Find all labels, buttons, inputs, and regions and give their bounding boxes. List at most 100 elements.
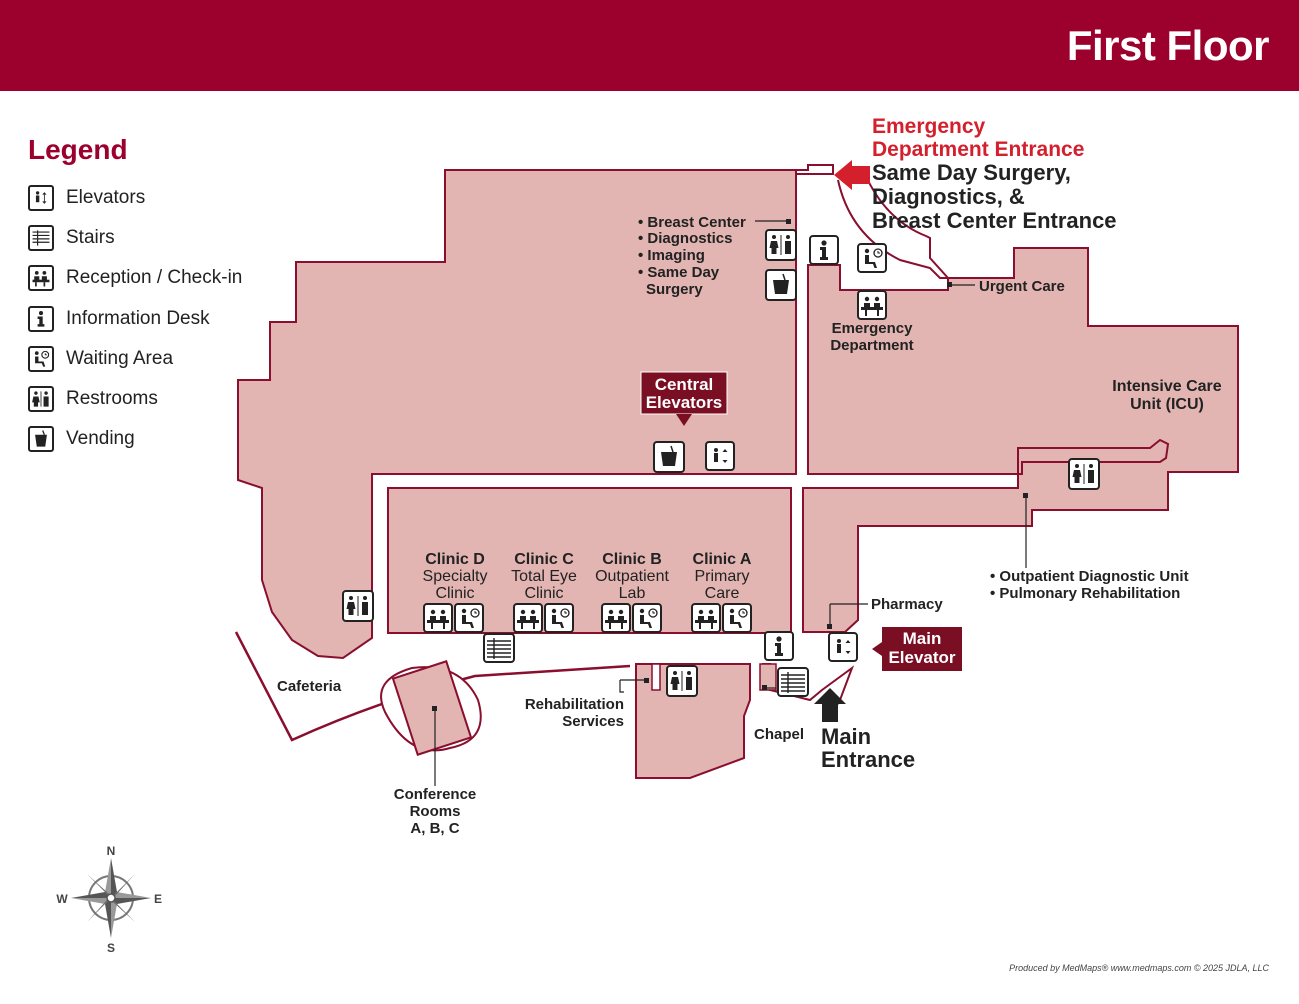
- svg-text:Clinic: Clinic: [435, 585, 474, 602]
- legend-label: Waiting Area: [66, 348, 174, 369]
- icu-label: Intensive Care: [1112, 378, 1221, 395]
- compass-s: S: [107, 941, 115, 955]
- legend-item-restrooms: Restrooms: [28, 385, 158, 413]
- svg-text:Lab: Lab: [619, 585, 646, 602]
- clinic-labels: Clinic D Specialty Clinic Clinic C Total…: [423, 551, 752, 602]
- rehab-nook: [651, 663, 661, 691]
- waiting-area-icon: [544, 603, 574, 633]
- compass-w: W: [56, 892, 68, 906]
- elevator-icon: [28, 185, 54, 211]
- elevator-icon: [828, 632, 858, 662]
- legend-label: Reception / Check-in: [66, 267, 243, 288]
- reception-icon: [601, 603, 631, 633]
- er-arrow-icon: [834, 160, 870, 190]
- conference-label: A, B, C: [410, 820, 459, 837]
- legend-item-information: Information Desk: [28, 305, 210, 333]
- chapel-room: [759, 663, 777, 691]
- svg-text:Specialty: Specialty: [423, 568, 488, 585]
- er-entrance-label: Department Entrance: [872, 138, 1084, 161]
- svg-text:Total Eye: Total Eye: [511, 568, 577, 585]
- conference-label: Rooms: [410, 803, 461, 820]
- svg-text:• Imaging: • Imaging: [638, 247, 705, 264]
- sds-entrance-label: Diagnostics, &: [872, 184, 1025, 209]
- stairs-icon: [28, 225, 54, 251]
- compass-e: E: [154, 892, 162, 906]
- central-elevators-callout: [640, 371, 728, 415]
- legend-item-waiting: Waiting Area: [28, 345, 173, 373]
- legend-label: Information Desk: [66, 308, 210, 329]
- emergency-dept-label: Department: [830, 337, 913, 354]
- svg-text:Outpatient: Outpatient: [595, 568, 669, 585]
- svg-text:• Diagnostics: • Diagnostics: [638, 230, 732, 247]
- page-title: First Floor: [1066, 22, 1270, 69]
- legend-item-stairs: Stairs: [28, 224, 115, 252]
- icu-label: Unit (ICU): [1130, 396, 1204, 413]
- rehab-label: Services: [562, 713, 624, 730]
- information-icon: [809, 235, 839, 265]
- south-annex: [635, 663, 751, 779]
- er-entrance-label: Emergency: [872, 115, 986, 138]
- svg-text:Clinic B: Clinic B: [602, 551, 662, 568]
- legend-label: Vending: [66, 428, 135, 449]
- reception-icon: [423, 603, 453, 633]
- vending-icon: [653, 441, 685, 473]
- svg-text:Clinic C: Clinic C: [514, 551, 574, 568]
- svg-text:Clinic D: Clinic D: [425, 551, 485, 568]
- reception-icon: [691, 603, 721, 633]
- svg-text:Clinic A: Clinic A: [693, 551, 752, 568]
- legend-label: Restrooms: [66, 388, 158, 409]
- main-entrance-arrow-icon: [814, 688, 846, 722]
- svg-text:Clinic: Clinic: [524, 585, 563, 602]
- legend-item-elevators: Elevators: [28, 184, 145, 212]
- waiting-area-icon: [722, 603, 752, 633]
- waiting-area-icon: [857, 243, 887, 273]
- reception-icon: [857, 290, 887, 320]
- svg-text:Primary: Primary: [694, 568, 749, 585]
- breast-center-list: • Breast Center • Diagnostics • Imaging …: [638, 214, 746, 298]
- restroom-icon: [28, 386, 54, 412]
- stairs-icon: [483, 633, 515, 663]
- outpatient-label: • Outpatient Diagnostic Unit: [990, 568, 1189, 585]
- main-elevator-label: Main: [903, 629, 942, 648]
- er-vestibule: [795, 164, 834, 175]
- information-icon: [28, 306, 54, 332]
- footer-credit: Produced by MedMaps® www.medmaps.com © 2…: [1009, 963, 1269, 973]
- legend-item-reception: Reception / Check-in: [28, 264, 242, 292]
- legend-label: Elevators: [66, 187, 146, 208]
- vending-icon: [765, 269, 797, 301]
- restroom-icon: [1068, 458, 1100, 490]
- restroom-icon: [765, 229, 797, 261]
- stairs-icon: [777, 667, 809, 697]
- svg-text:Care: Care: [705, 585, 740, 602]
- reception-icon: [513, 603, 543, 633]
- waiting-area-icon: [28, 346, 54, 372]
- north-wing: [237, 169, 797, 660]
- waiting-area-icon: [632, 603, 662, 633]
- conference-label: Conference: [394, 786, 477, 803]
- outpatient-label: • Pulmonary Rehabilitation: [990, 585, 1180, 602]
- main-entrance-label: Main: [821, 724, 871, 749]
- er-entrance-arc: [837, 171, 951, 279]
- legend-title: Legend: [28, 134, 128, 165]
- waiting-area-icon: [454, 603, 484, 633]
- main-elevator-label: Elevator: [888, 648, 955, 667]
- central-elevators-label: Central: [655, 375, 714, 394]
- rehab-label: Rehabilitation: [525, 696, 624, 713]
- pharmacy-label: Pharmacy: [871, 596, 943, 613]
- restroom-icon: [666, 665, 698, 697]
- information-icon: [764, 631, 794, 661]
- legend-item-vending: Vending: [28, 425, 135, 453]
- emergency-dept-label: Emergency: [832, 320, 914, 337]
- header-bar: First Floor: [0, 0, 1299, 91]
- elevator-icon: [705, 441, 735, 471]
- sds-entrance-label: Same Day Surgery,: [872, 160, 1071, 185]
- urgent-care-label: Urgent Care: [979, 278, 1065, 295]
- cafeteria-label: Cafeteria: [277, 678, 342, 695]
- legend-label: Stairs: [66, 227, 115, 248]
- compass-n: N: [107, 844, 116, 858]
- er-wing: [802, 247, 1239, 633]
- restroom-icon: [342, 590, 374, 622]
- svg-text:• Breast Center: • Breast Center: [638, 214, 746, 231]
- svg-text:• Same Day: • Same Day: [638, 264, 720, 281]
